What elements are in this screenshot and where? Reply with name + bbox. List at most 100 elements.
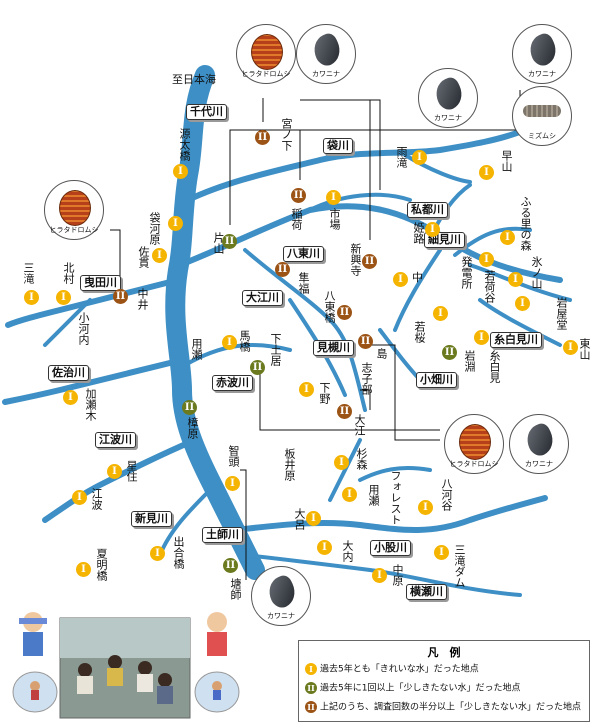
river-koiwa: 小股川 (370, 540, 411, 556)
koiwa-river-path (243, 553, 522, 597)
sugimori-branch (328, 438, 362, 502)
species-kawanina-mid: カワニナ (418, 68, 478, 128)
marker-frequent: II (337, 305, 352, 320)
place-hachitobashi: 八東橋 (323, 290, 336, 323)
river-saji: 佐治川 (48, 365, 89, 381)
kawanina-icon (524, 30, 562, 70)
kawanina-icon (430, 74, 468, 114)
species-kawanina-right: カワニナ (512, 24, 572, 84)
marker-clean: I (515, 296, 530, 311)
main-river (165, 65, 265, 580)
place-wakasaka: 若荷谷 (483, 270, 496, 303)
upper-branch-1 (453, 226, 532, 257)
mizumushi-icon (523, 105, 561, 117)
marker-clean: I (299, 382, 314, 397)
place-sugimori: 杉森 (355, 448, 368, 470)
place-enami: 江波 (90, 488, 103, 510)
place-kashiwa: 加瀬木 (84, 388, 97, 421)
marker-clean: I (173, 164, 188, 179)
species-kawanina-top: カワニナ (296, 24, 356, 84)
marker-frequent: II (358, 334, 373, 349)
legend-row1-text: 過去5年とも「きれいな水」だった地点 (320, 664, 479, 675)
marker-clean: I (393, 272, 408, 287)
species-hiratadoromushi-top: ヒラタドロムシ (236, 24, 296, 84)
marker-clean: I (225, 476, 240, 491)
place-genta: 源太橋 (178, 128, 191, 161)
marker-frequent: II (291, 188, 306, 203)
place-naka: 中 (412, 271, 423, 284)
marker-clean: I (168, 216, 183, 231)
legend-marker-slight: II (305, 682, 317, 694)
place-higashiyama: 東山 (578, 338, 591, 360)
yose-branch (358, 466, 432, 482)
hiratadoromushi-icon (59, 190, 91, 226)
marker-clean: I (306, 511, 321, 526)
marker-clean: I (56, 290, 71, 305)
place-mitaki-dam: 三滝ダム (453, 544, 466, 588)
marker-clean: I (372, 568, 387, 583)
marker-clean: I (412, 150, 427, 165)
marker-clean: I (334, 455, 349, 470)
marker-slight: II (442, 345, 457, 360)
place-hatsuden: 発電所 (460, 256, 473, 289)
kawanina-icon (308, 30, 346, 70)
marker-clean: I (425, 222, 440, 237)
place-shinkouji: 新興寺 (349, 243, 362, 276)
river-itoshiromi: 糸白見川 (490, 332, 542, 348)
species-kawanina-lower: カワニナ (509, 414, 569, 474)
marker-clean: I (508, 272, 523, 287)
marker-clean: I (107, 464, 122, 479)
place-iwabuchi: 岩淵 (463, 350, 476, 372)
marker-clean: I (479, 165, 494, 180)
marker-clean: I (500, 230, 515, 245)
marker-clean: I (76, 562, 91, 577)
place-yose: 用瀬 (367, 484, 380, 506)
shitsuzu-river-path (308, 192, 412, 212)
marker-clean: I (433, 306, 448, 321)
hiratadoromushi-icon (459, 424, 491, 460)
place-saga: 佐貫 (137, 246, 150, 268)
shinmi-river-path (158, 488, 212, 557)
place-makai: 馬橋 (238, 330, 251, 352)
river-yokose: 横瀬川 (406, 584, 447, 600)
river-oe: 大江川 (242, 290, 283, 306)
place-chizu: 智頭 (227, 445, 240, 467)
river-dokou: 土師川 (202, 527, 243, 543)
marker-slight: II (182, 400, 197, 415)
river-shinmi: 新見川 (131, 511, 172, 527)
place-hayakou: 早山 (500, 150, 513, 172)
place-inari: 稲荷 (290, 208, 303, 230)
marker-frequent: II (255, 130, 270, 145)
species-hiratadoromushi-right: ヒラタドロムシ (444, 414, 504, 474)
species-mizumushi: ミズムシ (512, 86, 572, 146)
species-hiratadoromushi-left: ヒラタドロムシ (44, 180, 104, 240)
place-shitano: 下野 (318, 382, 331, 404)
toda-branch (43, 298, 92, 347)
legend-title: 凡 例 (427, 646, 461, 659)
river-fukuro: 袋川 (323, 138, 353, 154)
marker-frequent: II (337, 404, 352, 419)
enami-river-path (42, 437, 198, 523)
place-misawa: 三滝 (22, 262, 35, 284)
marker-clean: I (434, 545, 449, 560)
place-himeji: 姫路 (412, 222, 425, 244)
marker-clean: I (418, 500, 433, 515)
place-oe: 大江 (353, 414, 366, 436)
place-miyanoshita: 宮ノ下 (280, 118, 293, 151)
marker-clean: I (317, 540, 332, 555)
place-nakai: 中井 (136, 288, 149, 310)
species-kawanina-bottom: カワニナ (251, 566, 311, 626)
marker-slight: II (250, 360, 265, 375)
marker-clean: I (222, 335, 237, 350)
legend-marker-clean: I (305, 663, 317, 675)
survey-photo-illustration (5, 600, 245, 722)
place-oro: 大呂 (293, 508, 306, 530)
place-kawanoyama: 氷ノ山 (530, 256, 543, 289)
legend-marker-frequent: II (305, 701, 317, 713)
place-kokawa: 小河内 (77, 312, 90, 345)
place-shima: 島 (375, 348, 388, 359)
place-itai: 板井原 (283, 448, 296, 481)
